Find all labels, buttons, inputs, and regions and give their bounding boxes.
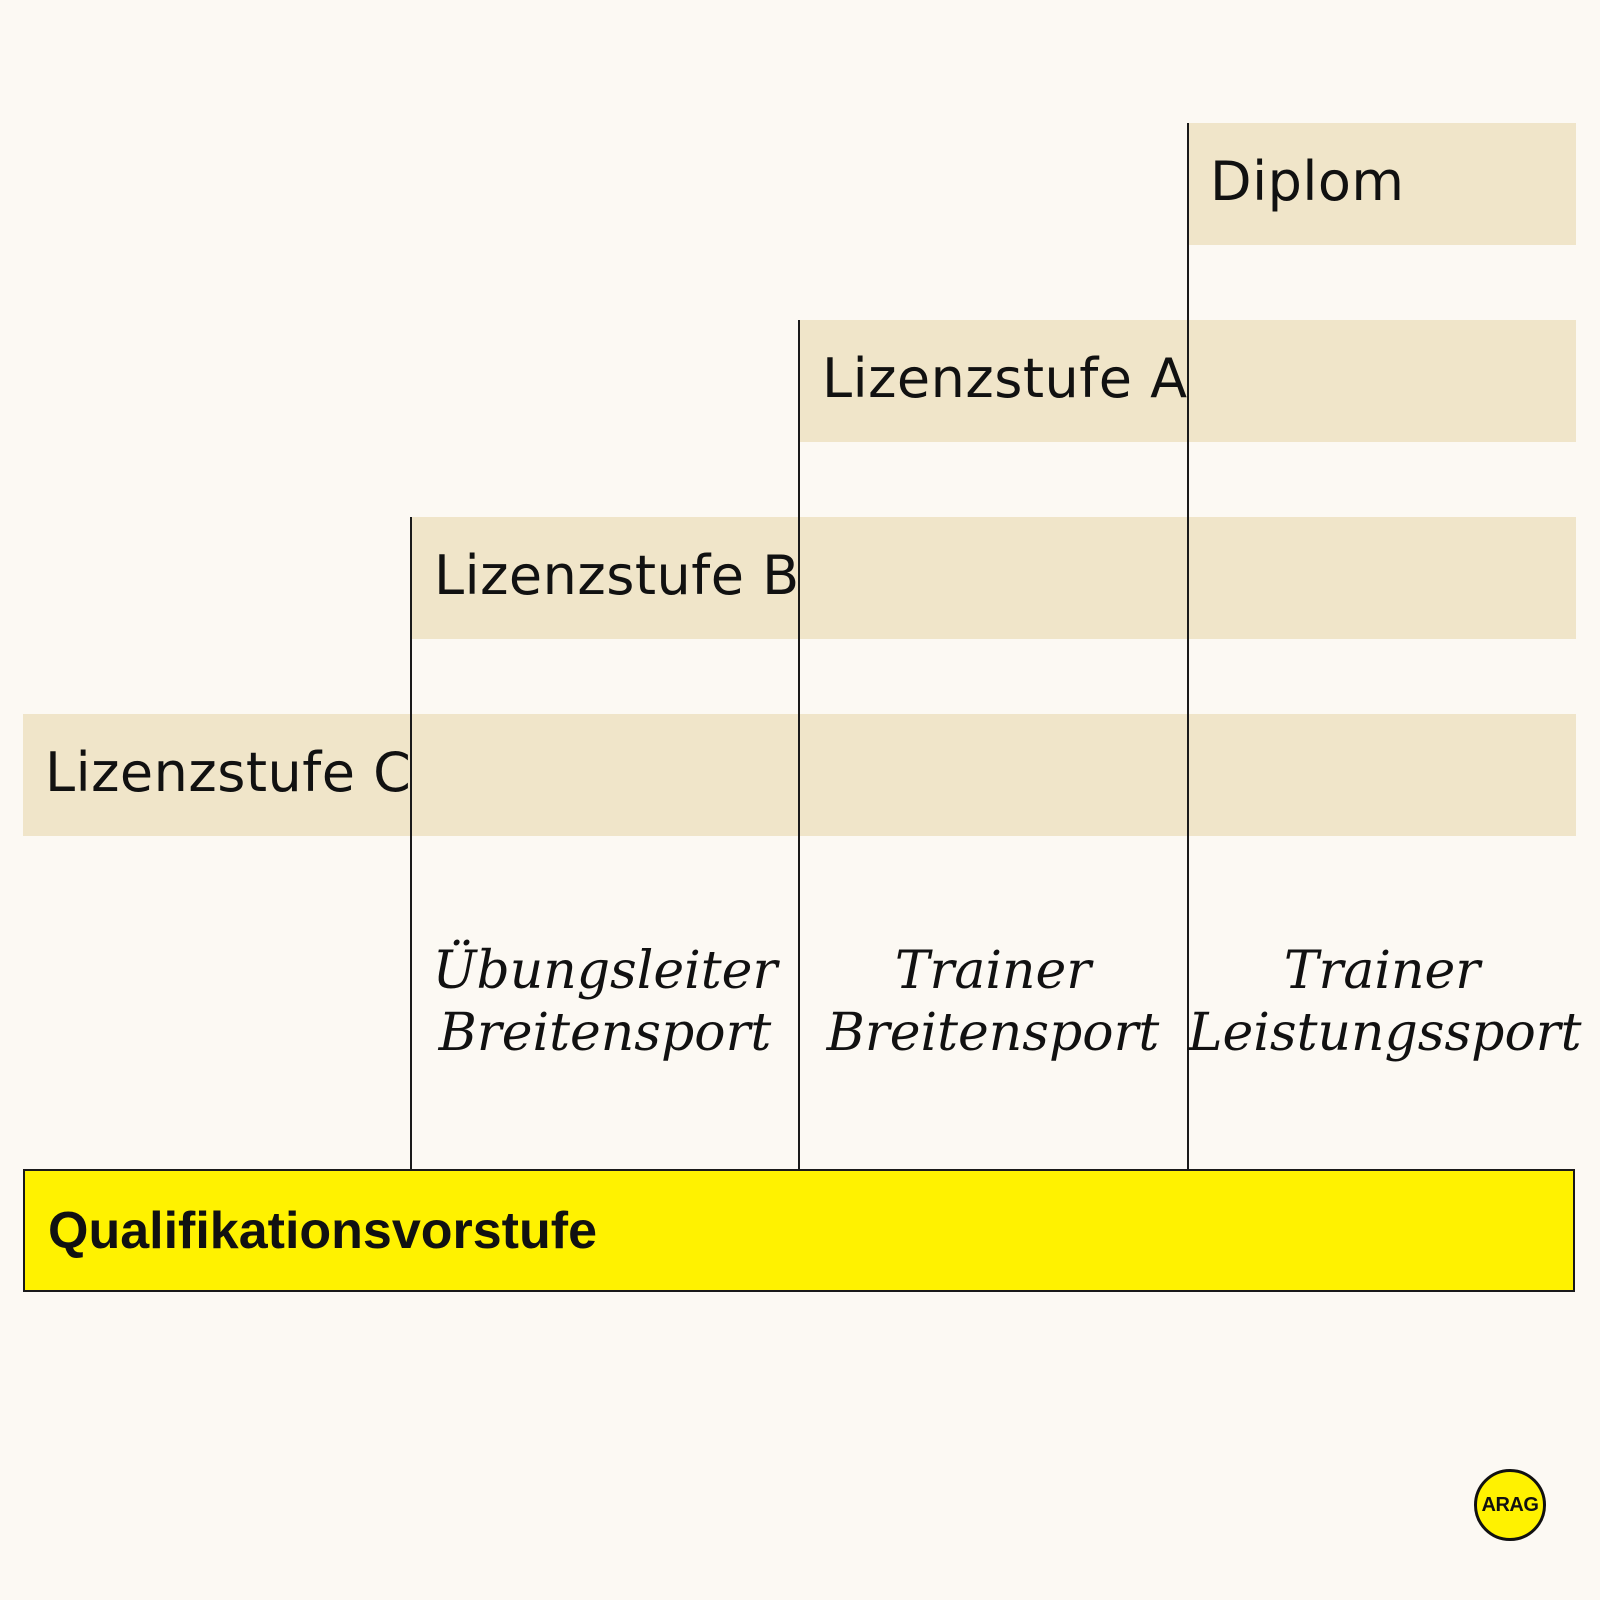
track-label-uebungsleiter-breitensport: Übungsleiter Breitensport xyxy=(411,940,799,1064)
track-1-line-1: Übungsleiter xyxy=(432,941,778,1001)
level-label-diplom: Diplom xyxy=(1210,150,1405,213)
level-label-lizenzstufe-a: Lizenzstufe A xyxy=(822,347,1188,410)
band-diplom xyxy=(1188,123,1576,245)
track-1-line-2: Breitensport xyxy=(438,1003,772,1063)
arag-logo: ARAG xyxy=(1474,1469,1546,1541)
track-label-trainer-leistungssport: Trainer Leistungssport xyxy=(1188,940,1582,1064)
track-label-trainer-breitensport: Trainer Breitensport xyxy=(799,940,1187,1064)
track-3-line-2: Leistungssport xyxy=(1188,1003,1582,1063)
level-label-lizenzstufe-c: Lizenzstufe C xyxy=(45,741,412,804)
divider-line-3 xyxy=(1187,123,1189,1169)
track-2-line-2: Breitensport xyxy=(826,1003,1160,1063)
divider-line-2 xyxy=(798,320,800,1169)
divider-line-1 xyxy=(410,517,412,1169)
track-3-line-1: Trainer xyxy=(1283,941,1481,1001)
qualifikationsvorstufe-bar: Qualifikationsvorstufe xyxy=(23,1169,1575,1292)
band-lizenzstufe-b xyxy=(411,517,1576,639)
qualifikationsvorstufe-label: Qualifikationsvorstufe xyxy=(48,1202,597,1260)
level-label-lizenzstufe-b: Lizenzstufe B xyxy=(434,544,800,607)
track-2-line-1: Trainer xyxy=(894,941,1092,1001)
